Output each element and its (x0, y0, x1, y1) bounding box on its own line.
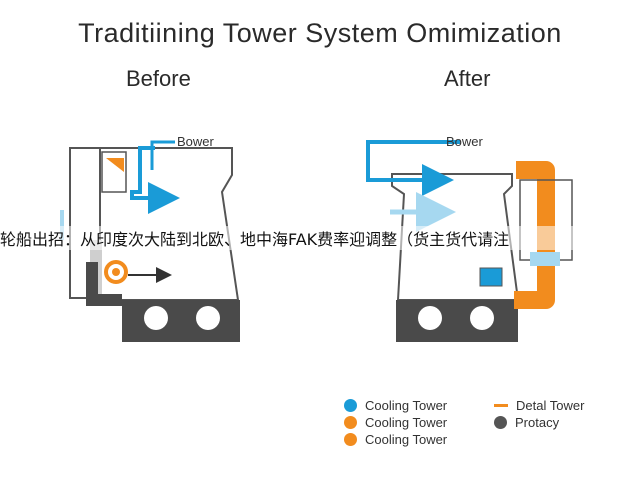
before-tower (60, 140, 240, 342)
overlay-caption: 轮船出招：从印度次大陆到北欧、地中海FAK费率迎调整（货主货代请注 (0, 226, 640, 250)
legend-item-detal-tower: Detal Tower (494, 398, 584, 413)
base-hole-icon (196, 306, 220, 330)
pump-icon (479, 267, 503, 287)
legend-label: Cooling Tower (365, 398, 448, 413)
legend-label: Cooling Tower (365, 415, 448, 430)
legend-label: Protacy (515, 415, 560, 430)
blue-dot-icon (344, 399, 357, 412)
base-hole-icon (418, 306, 442, 330)
base-hole-icon (144, 306, 168, 330)
orange-dash-icon (494, 404, 508, 407)
legend-label: Detal Tower (516, 398, 585, 413)
legend-item-cooling-tower-blue: Cooling Tower (344, 398, 447, 413)
after-label: After (444, 66, 491, 91)
legend-item-cooling-tower-orange-2: Cooling Tower (344, 432, 447, 447)
before-label: Before (126, 66, 191, 91)
gear-icon (104, 260, 128, 284)
orange-dot-icon (344, 416, 357, 429)
vent-triangle-icon (106, 158, 124, 172)
legend-item-protacy: Protacy (494, 415, 559, 430)
legend-label: Cooling Tower (365, 432, 448, 447)
orange-dot-icon (344, 433, 357, 446)
grey-dot-icon (494, 416, 507, 429)
before-pipe-label: Bower (177, 134, 214, 149)
base-hole-icon (470, 306, 494, 330)
after-pipe-label: Bower (446, 134, 483, 149)
diagram-title: Traditiining Tower System Omimization (78, 18, 562, 48)
legend-item-cooling-tower-orange: Cooling Tower (344, 415, 447, 430)
